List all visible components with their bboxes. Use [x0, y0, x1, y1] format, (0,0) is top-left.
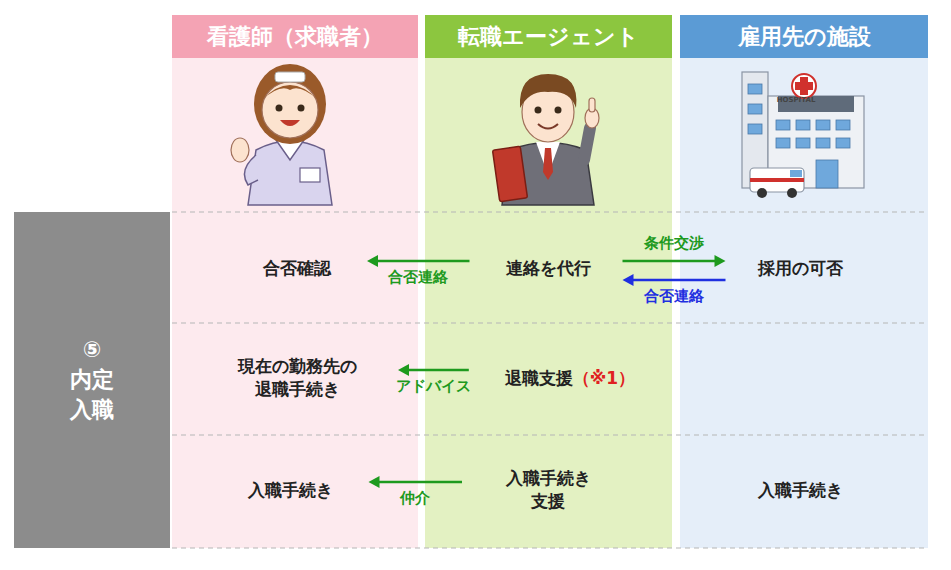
step-text: 入職手続き [248, 480, 333, 500]
step-text: 入職手続き 支援 [506, 468, 591, 511]
arrow-head [623, 274, 634, 286]
connector-arrow [376, 261, 470, 262]
hospital-building [742, 72, 864, 198]
sign-text: HOSPITAL [777, 96, 816, 104]
step-text: 連絡を代行 [506, 258, 591, 278]
step-text: 入職手続き [758, 480, 843, 500]
step-box: 退職支援（※1） [505, 367, 635, 390]
edge-label: 合否連絡 [642, 287, 706, 306]
column-header: 転職エージェント [425, 15, 672, 58]
arrow-head [715, 255, 726, 267]
connector-arrow [623, 261, 717, 262]
arrow-head [398, 364, 409, 376]
edge-label: 仲介 [398, 489, 432, 508]
step-box: 連絡を代行 [506, 257, 591, 280]
edge-label: 合否連絡 [386, 268, 450, 287]
column-header: 看護師（求職者） [172, 15, 418, 58]
phase-text: ⑤ [83, 335, 102, 365]
edge-label: 条件交渉 [642, 234, 706, 253]
step-text: 合否確認 [263, 258, 331, 278]
connector-line [623, 260, 717, 263]
step-text: （※1） [573, 368, 635, 388]
step-box: 入職手続き [248, 479, 333, 502]
connector-arrow [632, 280, 726, 281]
step-text: 採用の可否 [758, 258, 843, 278]
step-box: 入職手続き 支援 [498, 467, 598, 513]
connector-line [378, 481, 463, 484]
phase-text: 内定 入職 [62, 365, 122, 424]
column-header: 雇用先の施設 [680, 15, 928, 58]
connector-arrow [407, 370, 469, 371]
arrow-head [369, 476, 380, 488]
step-box: 入職手続き [758, 479, 843, 502]
step-box: 現在の勤務先の 退職手続き [232, 355, 362, 401]
step-box: 合否確認 [263, 257, 331, 280]
connector-arrow [378, 482, 463, 483]
connector-line [376, 260, 470, 263]
arrow-head [367, 255, 378, 267]
edge-label: アドバイス [394, 377, 473, 396]
nurse-figure [231, 64, 332, 205]
agent-figure [493, 74, 599, 205]
step-text: 退職支援 [505, 368, 573, 388]
step-text: 現在の勤務先の 退職手続き [238, 356, 357, 399]
connector-line [632, 279, 726, 282]
step-box: 採用の可否 [758, 257, 843, 280]
phase-band: ⑤内定 入職 [14, 212, 170, 548]
connector-line [407, 369, 469, 372]
